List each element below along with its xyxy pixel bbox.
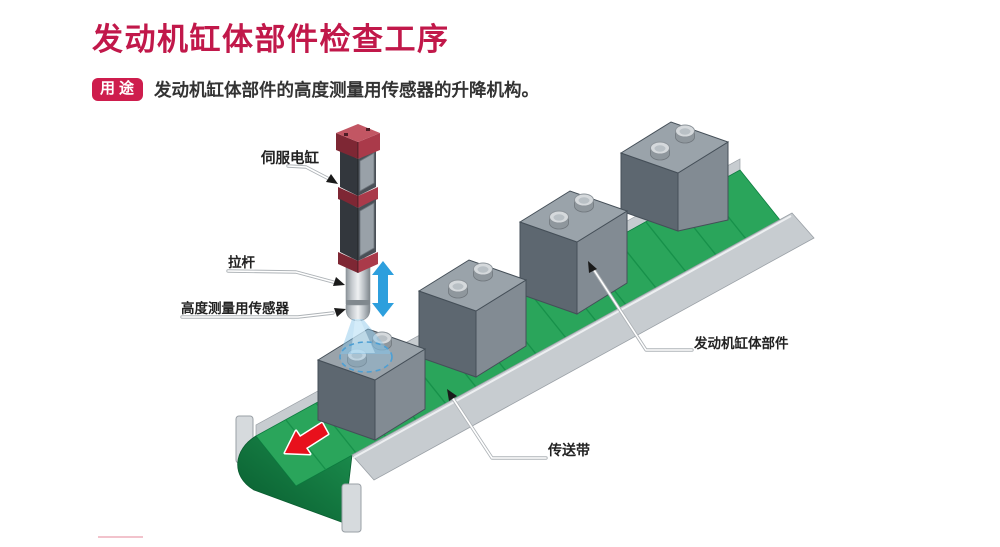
engine-block-1	[316, 328, 427, 441]
beam-footprint	[339, 341, 393, 373]
engine-block-3	[518, 190, 629, 315]
height-sensor-tip	[345, 304, 371, 322]
servo-cap-left	[336, 133, 358, 159]
belt-direction-arrow-icon	[283, 421, 330, 456]
front-rail-end-cap	[341, 483, 362, 533]
label-servo-cylinder: 伺服电缸	[260, 149, 319, 167]
boss-icon	[448, 279, 468, 299]
servo-upper-body-left	[340, 150, 358, 196]
block-top-face	[518, 190, 629, 243]
boss-icon	[549, 210, 569, 230]
boss-icon	[650, 141, 670, 161]
callout-arrowhead	[447, 389, 457, 401]
servo-bottom-band-right	[358, 252, 378, 273]
servo-bottom-band-left	[338, 252, 358, 273]
callout-arrowhead	[326, 174, 338, 184]
beam-cone-core	[351, 319, 375, 353]
callout-arrowhead	[588, 261, 597, 273]
block-top-face	[619, 121, 730, 174]
cap-screw	[366, 128, 370, 131]
sensor-collar	[346, 300, 370, 305]
boss-icon	[675, 124, 695, 144]
servo-cylinder	[336, 124, 380, 322]
block-top-face	[316, 328, 427, 381]
purpose-badge: 用途	[92, 77, 144, 102]
purpose-description: 发动机缸体部件的高度测量用传感器的升降机构。	[154, 80, 540, 100]
sensor-beam	[339, 319, 393, 373]
label-conveyor-belt: 传送带	[547, 442, 590, 458]
front-rail	[351, 212, 815, 481]
callout-leaders	[180, 164, 694, 460]
cap-screw	[344, 133, 348, 136]
leader-rod	[226, 269, 339, 285]
label-height-sensor: 高度测量用传感器	[181, 300, 289, 316]
callout-arrowhead	[334, 308, 346, 317]
servo-mid-band-left	[338, 187, 358, 208]
engine-block-4	[619, 121, 730, 232]
servo-lower-body-left	[340, 199, 358, 261]
servo-upper-panel	[359, 152, 375, 192]
servo-mid-band-right	[358, 187, 378, 208]
block-top-face	[417, 259, 528, 312]
boss-icon	[574, 193, 594, 213]
servo-lower-panel	[359, 202, 375, 257]
servo-cap-right	[358, 133, 380, 159]
front-rail-highlight	[352, 215, 792, 459]
callout-arrowhead	[333, 277, 345, 286]
boss-icon	[473, 262, 493, 282]
page-title: 发动机缸体部件检查工序	[92, 22, 450, 57]
up-down-arrow-icon	[372, 261, 394, 317]
engine-block-2	[417, 259, 528, 378]
label-pull-rod: 拉杆	[228, 254, 255, 270]
purpose-row: 用途 发动机缸体部件的高度测量用传感器的升降机构。	[92, 77, 539, 102]
divider-line	[98, 536, 143, 538]
label-engine-block-part: 发动机缸体部件	[693, 335, 789, 351]
